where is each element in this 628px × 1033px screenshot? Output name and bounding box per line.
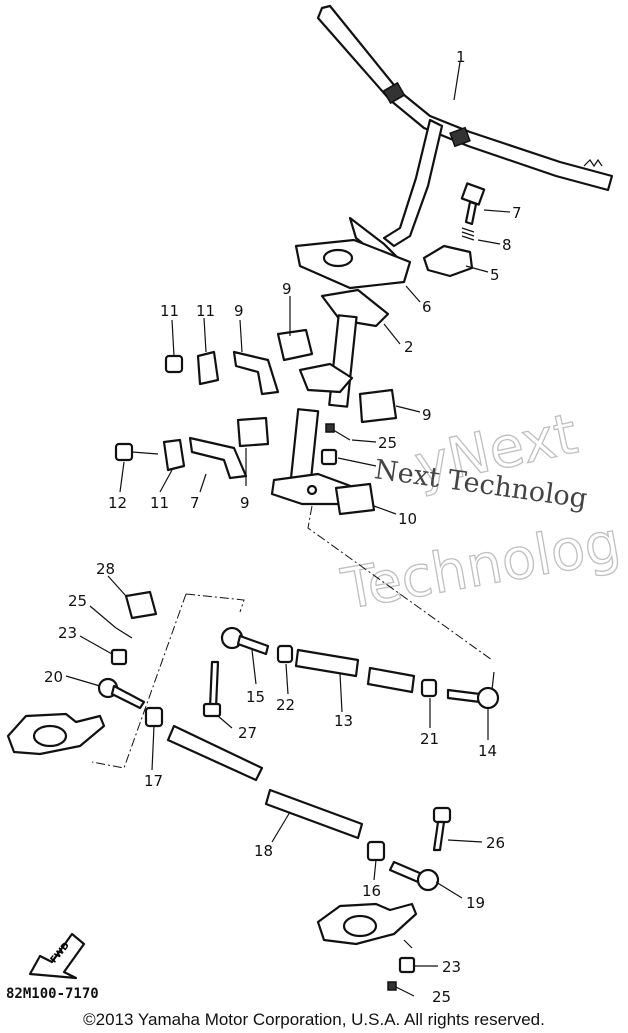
callout-2: 2 [404,338,414,356]
callout-4: 6 [422,298,432,316]
bolt-12 [114,442,159,462]
callout-20: 20 [44,668,63,686]
callout-21: 21 [420,730,439,748]
nut-23-upper [320,448,338,466]
callout-9-d: 10 [398,510,417,528]
callout-13: 13 [334,712,353,730]
callout-15: 15 [246,688,265,706]
callout-26: 26 [486,834,505,852]
callout-9-a: 9 [282,280,292,298]
callout-28: 28 [96,560,115,578]
tie-rod-end-14 [446,671,500,710]
reference-line-left [91,593,245,769]
callout-3: 5 [490,266,500,284]
callout-16: 16 [362,882,381,900]
spindle-upper [6,712,106,756]
bushing-9-a [276,328,314,362]
bolt-25-upper [325,423,351,441]
plate-11-b [162,438,186,472]
nut-10 [164,354,184,374]
bushing-9-b [358,388,398,424]
reference-line-upper [307,505,493,661]
callout-5: 7 [512,204,522,222]
forward-arrow-icon: FWD [28,932,86,980]
callout-10: 11 [160,302,179,320]
steering-column-upper [298,288,390,408]
callout-12: 12 [108,494,127,512]
tie-rod-13 [294,648,360,678]
callout-11-a: 11 [196,302,215,320]
steering-column-lower [270,408,358,506]
watermark-line3: Technolog [337,510,626,623]
callout-25-c: 25 [432,988,451,1006]
callout-27: 27 [238,724,257,742]
bolt-25-left [115,627,133,639]
callout-1: 1 [456,48,466,66]
tie-rod-18-a [166,724,264,782]
callout-17: 17 [144,772,163,790]
callout-9-c: 9 [240,494,250,512]
callout-6: 8 [502,236,512,254]
tie-rod-18-b [264,788,364,840]
upper-bracket [294,238,412,290]
bolt-26 [432,806,452,852]
bolt-27 [202,660,222,718]
tie-rod-end-19 [388,860,440,892]
bushing-9-d [334,482,376,516]
callout-19: 19 [466,894,485,912]
callouts: 1 7 8 5 6 2 9 9 11 11 9 25 10 12 11 7 9 … [44,48,522,1006]
tie-rod-end-15 [220,626,270,656]
callout-18: 18 [254,842,273,860]
clamp-assembly [422,182,486,278]
cap-28 [124,590,158,620]
nut-23-left [110,648,128,666]
tie-rod-end-20 [97,677,146,710]
nut-23-lower [398,956,416,974]
plate-11-a [196,350,220,386]
nut-16 [366,840,386,862]
callout-7: 7 [190,494,200,512]
callout-25-b: 25 [68,592,87,610]
copyright-notice: ©2013 Yamaha Motor Corporation, U.S.A. A… [83,1010,545,1029]
tie-rod-13-b [366,666,416,694]
spindle-lower [316,902,418,949]
callout-23-b: 23 [442,958,461,976]
leader-lines [65,61,511,967]
callout-8: 9 [234,302,244,320]
nut-21 [420,678,438,698]
nut-17 [144,706,164,728]
clamp-7 [188,436,248,480]
callout-23-a: 23 [58,624,77,642]
bolt-25-lower [387,981,415,997]
bushing-9-c [236,416,270,448]
diagram-code: 82M100-7170 [6,986,99,1002]
callout-14: 14 [478,742,497,760]
callout-25-a: 25 [378,434,397,452]
clamp-8 [232,350,280,396]
nut-22 [276,644,294,664]
handlebar [316,4,614,266]
callout-22: 22 [276,696,295,714]
callout-9-b: 9 [422,406,432,424]
callout-11-b: 11 [150,494,169,512]
